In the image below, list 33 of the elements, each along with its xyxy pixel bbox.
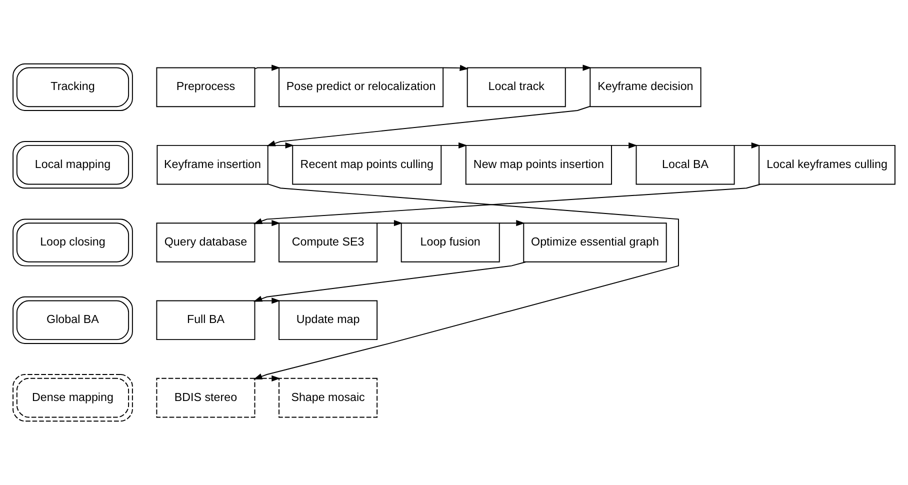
arrow <box>254 64 280 71</box>
arrow <box>442 64 469 71</box>
node-box: Loop closing <box>12 218 133 266</box>
node-box: Local BA <box>636 144 735 185</box>
arrow <box>254 220 280 226</box>
node-box: Local mapping <box>12 141 133 189</box>
node-box: Update map <box>278 300 378 340</box>
arrow <box>440 142 468 148</box>
arrow <box>734 142 760 148</box>
node-box: Optimize essential graph <box>523 222 667 262</box>
node-box: Local keyframes culling <box>758 144 896 185</box>
node-box: Full BA <box>156 300 256 340</box>
node-box: Loop fusion <box>400 222 500 262</box>
arrow <box>611 142 638 148</box>
node-box: Pose predict or relocalization <box>278 67 444 108</box>
node-box: New map points insertion <box>465 144 612 185</box>
arrow <box>565 64 592 71</box>
node-box: Keyframe insertion <box>156 144 268 185</box>
arrow <box>254 375 280 382</box>
arrow <box>376 220 403 226</box>
node-box: Dense mapping <box>12 374 133 422</box>
node-box: Preprocess <box>156 67 256 108</box>
node-box: Local track <box>466 67 566 108</box>
node-box: Query database <box>156 222 256 262</box>
arrow <box>254 298 280 304</box>
arrow <box>498 220 525 226</box>
node-box: Keyframe decision <box>590 67 702 108</box>
node-box: Shape mosaic <box>278 378 378 418</box>
node-box: Global BA <box>12 296 133 344</box>
node-box: Recent map points culling <box>292 144 442 185</box>
node-box: BDIS stereo <box>156 378 256 418</box>
node-box: Compute SE3 <box>278 222 378 262</box>
node-box: Tracking <box>12 63 133 111</box>
